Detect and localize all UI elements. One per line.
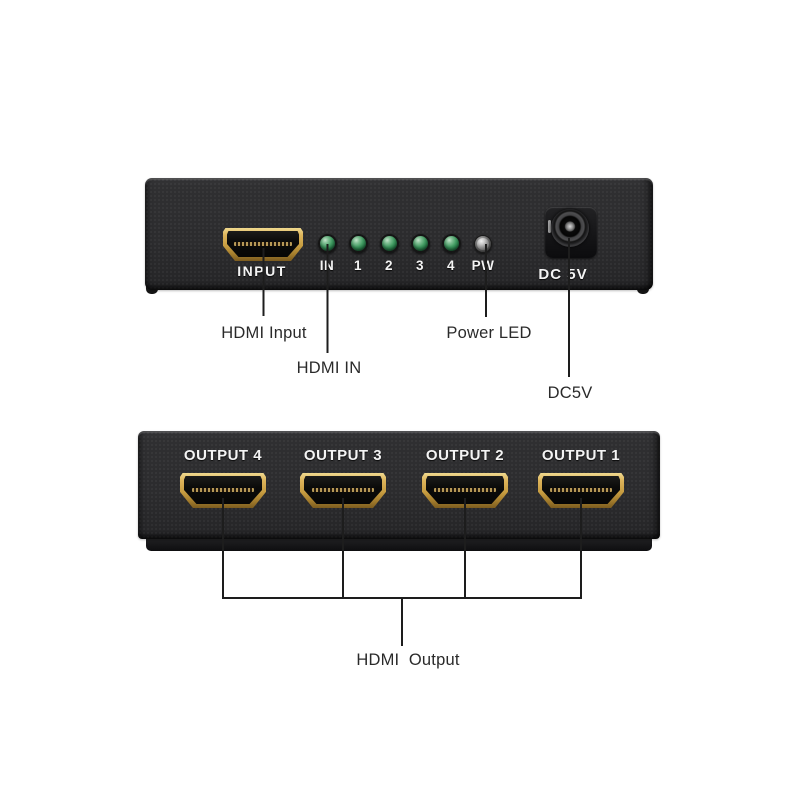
front-panel: INPUT IN 1 2 3 4 PW DC 5V xyxy=(145,178,653,290)
led-indicator-in-icon xyxy=(317,234,337,253)
output-2-label: OUTPUT 2 xyxy=(425,447,505,464)
dc5v-annotation: DC5V xyxy=(547,384,593,402)
hdmi-input-port xyxy=(223,228,303,261)
input-port-label: INPUT xyxy=(237,263,287,279)
dc-power-label: DC 5V xyxy=(538,266,588,283)
back-panel: OUTPUT 4 OUTPUT 3 OUTPUT 2 OUTPUT 1 xyxy=(138,431,660,539)
hdmi-port-pins-icon xyxy=(312,487,374,493)
hdmi-output-annotation: HDMI Output xyxy=(356,651,460,669)
dc-jack-mark-icon xyxy=(548,220,551,233)
led-indicator-3-icon xyxy=(410,234,430,253)
led-indicator-1-icon xyxy=(348,234,368,253)
power-led-indicator-icon xyxy=(474,234,492,253)
back-panel-lip xyxy=(146,537,652,551)
hdmi-output-port-2 xyxy=(422,473,508,508)
hdmi-in-annotation: HDMI IN xyxy=(296,359,362,377)
power-led-label: PW xyxy=(471,258,495,273)
power-led-annotation: Power LED xyxy=(446,324,532,342)
hdmi-port-pins-icon xyxy=(434,487,496,493)
output-1-label: OUTPUT 1 xyxy=(541,447,621,464)
hdmi-port-pins-icon xyxy=(550,487,612,493)
output-3-label: OUTPUT 3 xyxy=(303,447,383,464)
hdmi-port-pins-icon xyxy=(234,241,292,247)
led-label-4: 4 xyxy=(446,258,455,273)
dc-jack-barrel-icon xyxy=(551,209,589,247)
hdmi-output-port-1 xyxy=(538,473,624,508)
hdmi-input-annotation: HDMI Input xyxy=(221,324,307,342)
hdmi-output-port-4 xyxy=(180,473,266,508)
led-label-1: 1 xyxy=(353,258,362,273)
hdmi-output-port-3 xyxy=(300,473,386,508)
led-label-3: 3 xyxy=(415,258,424,273)
led-label-2: 2 xyxy=(384,258,393,273)
hdmi-port-pins-icon xyxy=(192,487,254,493)
output-4-label: OUTPUT 4 xyxy=(183,447,263,464)
dc-power-jack xyxy=(545,207,597,258)
led-indicator-2-icon xyxy=(379,234,399,253)
led-indicator-4-icon xyxy=(441,234,461,253)
